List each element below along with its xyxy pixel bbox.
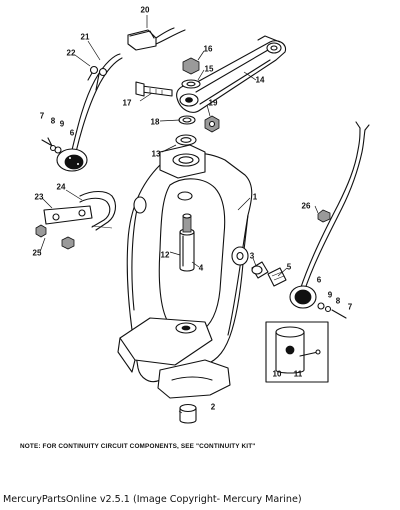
callout-18: 18 (150, 117, 160, 127)
u-bolt-assembly-parts-23-24-25 (35, 190, 117, 250)
callout-2: 2 (210, 402, 216, 412)
callout-15: 15 (204, 64, 214, 74)
callout-9-right: 9 (327, 290, 333, 300)
callout-8-upper: 8 (50, 116, 56, 126)
bushing-part-18 (178, 115, 196, 125)
nut-washer-parts-15-16 (181, 57, 201, 89)
continuity-note: NOTE: FOR CONTINUITY CIRCUIT COMPONENTS,… (20, 443, 256, 450)
callout-10: 10 (272, 369, 282, 379)
callout-4: 4 (198, 263, 204, 273)
callout-13: 13 (151, 149, 161, 159)
callout-6-right: 6 (316, 275, 322, 285)
callout-26: 26 (301, 201, 311, 211)
callout-22: 22 (66, 48, 76, 58)
screw-part-22 (87, 65, 99, 81)
stud-part-5 (267, 267, 287, 287)
steering-lever-part-14 (176, 35, 287, 113)
callout-20: 20 (140, 5, 150, 15)
callout-17: 17 (122, 98, 132, 108)
callout-6-upper: 6 (69, 128, 75, 138)
leader-lines (39, 15, 319, 414)
callout-5: 5 (286, 262, 292, 272)
exploded-parts-diagram (35, 15, 370, 424)
washer-part-13 (175, 134, 197, 146)
callout-16: 16 (203, 44, 213, 54)
callout-7-right: 7 (347, 302, 353, 312)
bolt-part-17 (135, 81, 173, 97)
callout-24: 24 (56, 182, 66, 192)
callout-12: 12 (160, 250, 170, 260)
footer-caption: MercuryPartsOnline v2.5.1 (Image Copyrig… (3, 494, 302, 505)
callout-11: 11 (293, 369, 303, 379)
continuity-wire-upper (71, 53, 123, 153)
callout-14: 14 (255, 75, 265, 85)
nut-part-19 (204, 115, 220, 133)
callout-25: 25 (32, 248, 42, 258)
callout-3: 3 (249, 251, 255, 261)
clip-part-20 (127, 27, 186, 51)
sensor-part-6-upper (41, 137, 88, 172)
callout-1: 1 (252, 192, 258, 202)
inset-detail-parts-10-11 (265, 321, 329, 383)
gimbal-ring-part-1 (117, 144, 253, 399)
callout-7-upper: 7 (39, 111, 45, 121)
callout-8-right: 8 (335, 296, 341, 306)
continuity-wire-right (299, 121, 370, 293)
callout-9-upper: 9 (59, 119, 65, 129)
callout-23: 23 (34, 192, 44, 202)
bushing-part-3 (251, 261, 269, 279)
bushing-part-2 (179, 403, 197, 424)
callout-21: 21 (80, 32, 90, 42)
callout-19: 19 (208, 98, 218, 108)
sensor-part-6-right (289, 209, 347, 319)
